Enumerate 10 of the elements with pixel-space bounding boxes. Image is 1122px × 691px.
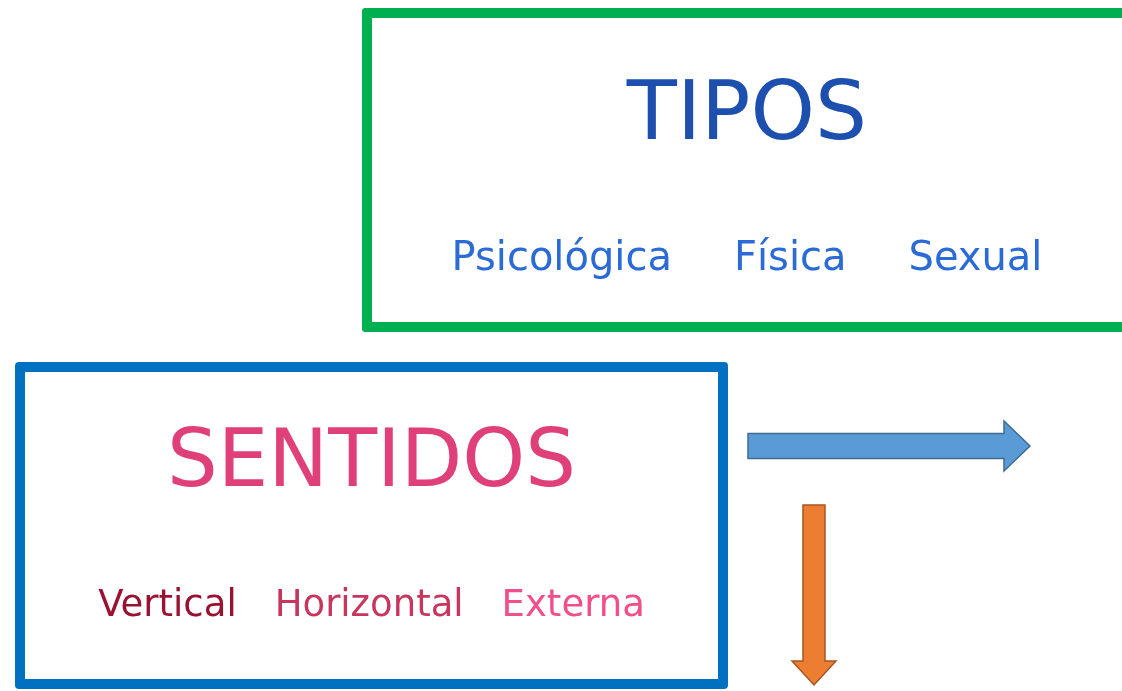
category-box (15, 362, 728, 689)
category-label: Física (733, 233, 847, 279)
category-label: Externa (501, 582, 645, 625)
category-box (362, 8, 1122, 332)
category-label: Vertical (98, 582, 237, 625)
category-label: Psicológica (451, 233, 672, 279)
box-heading: TIPOS (625, 63, 869, 158)
category-label: Sexual (908, 233, 1043, 279)
category-label: Horizontal (274, 582, 464, 625)
box-heading: SENTIDOS (166, 412, 577, 505)
